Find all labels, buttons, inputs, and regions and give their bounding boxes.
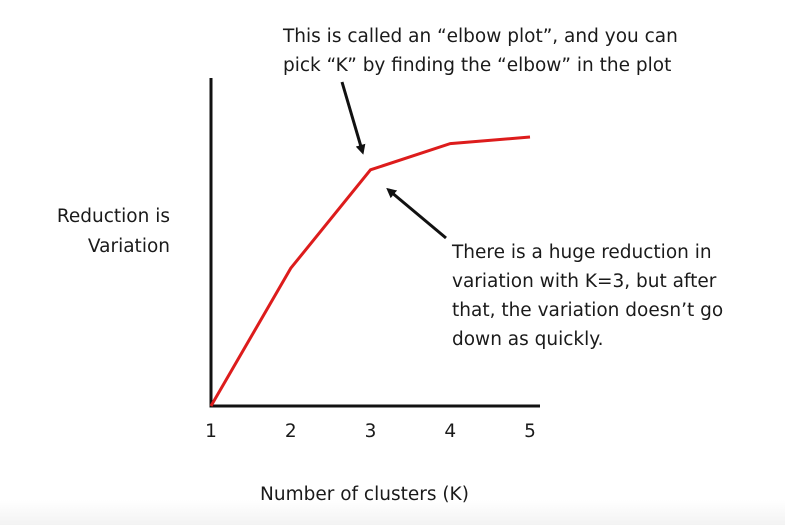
x-tick-label-2: 2 — [285, 421, 297, 442]
x-tick-labels: 1 2 3 4 5 — [205, 421, 536, 442]
chart-axes — [209, 78, 540, 408]
x-tick-label-4: 4 — [444, 421, 456, 442]
x-tick-label-3: 3 — [365, 421, 377, 442]
annotation-right-line-3: that, the variation doesn’t go — [452, 300, 724, 321]
y-axis-label-line-1: Reduction is — [56, 206, 170, 227]
annotation-huge-reduction: There is a huge reduction in variation w… — [452, 238, 723, 354]
chart-series — [209, 135, 531, 407]
annotation-right-line-2: variation with K=3, but after — [452, 271, 717, 292]
annotation-elbow-plot: This is called an “elbow plot”, and you … — [283, 22, 678, 80]
x-tick-label-5: 5 — [524, 421, 536, 442]
y-axis-label: Reduction is Variation — [10, 202, 170, 262]
series-line-1 — [209, 135, 531, 407]
annotation-top-line-2: pick “K” by finding the “elbow” in the p… — [283, 55, 672, 76]
annotation-right-line-1: There is a huge reduction in — [452, 242, 712, 263]
x-axis-label: Number of clusters (K) — [260, 484, 469, 505]
annotation-right-line-4: down as quickly. — [452, 329, 604, 350]
annotation-top-line-1: This is called an “elbow plot”, and you … — [283, 26, 678, 47]
arrow-to-elbow-from-right — [386, 187, 447, 240]
y-axis-label-line-2: Variation — [87, 236, 170, 257]
annotation-arrows — [340, 81, 447, 240]
x-tick-label-1: 1 — [205, 421, 217, 442]
arrow-to-elbow-from-top — [340, 81, 366, 155]
